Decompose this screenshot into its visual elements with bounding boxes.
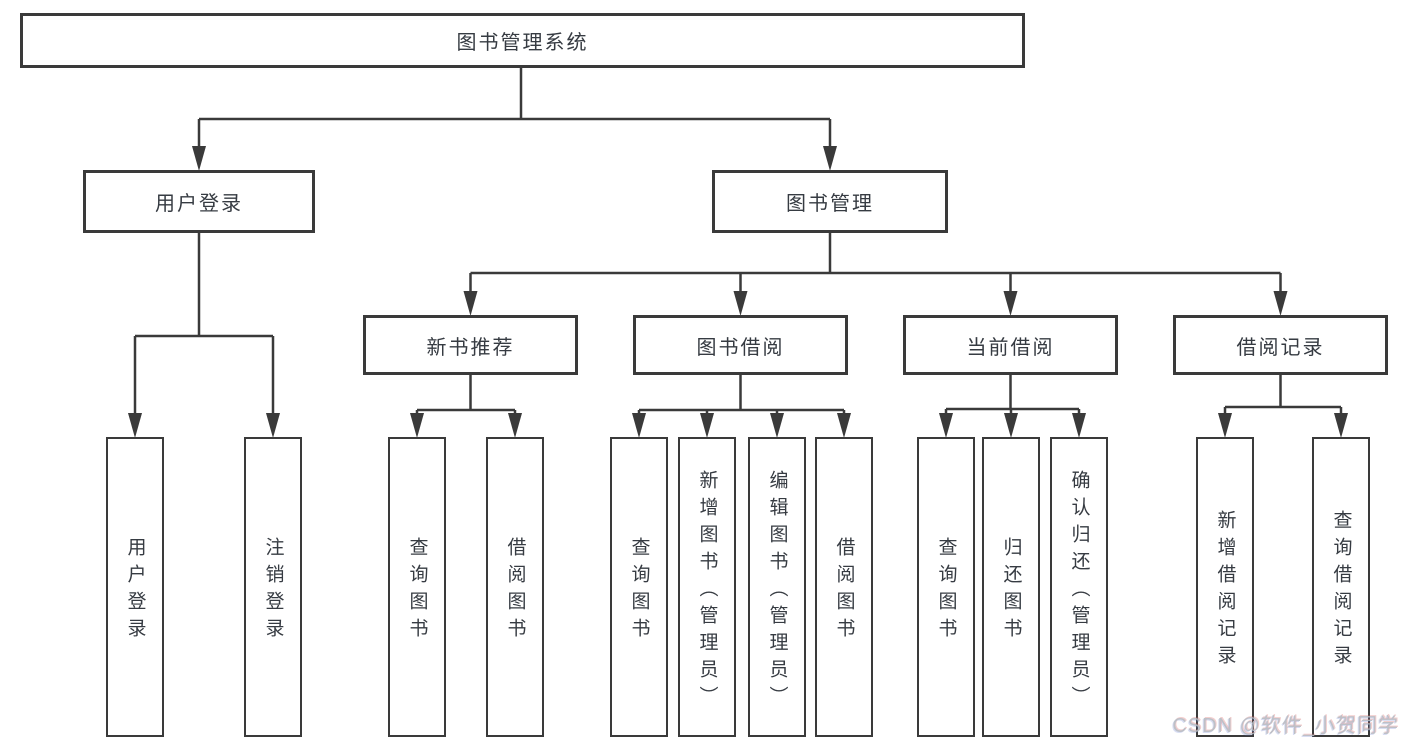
leaf-record-query-borrow-record: 查询借阅记录 — [1312, 437, 1370, 737]
node-book-management: 图书管理 — [712, 170, 948, 233]
arrowheads — [128, 146, 1348, 438]
leaf-newbook-query-books: 查询图书 — [388, 437, 446, 737]
node-current-borrowing: 当前借阅 — [903, 315, 1118, 375]
node-book-borrowing: 图书借阅 — [633, 315, 848, 375]
leaf-user-login: 用户登录 — [106, 437, 164, 737]
leaf-current-query-books: 查询图书 — [917, 437, 975, 737]
node-user-login: 用户登录 — [83, 170, 315, 233]
leaf-borrow-borrow-books: 借阅图书 — [815, 437, 873, 737]
csdn-watermark: CSDN @软件_小贺同学 — [1172, 715, 1399, 737]
leaf-borrow-add-books-admin: 新增图书（管理员） — [678, 437, 736, 737]
leaf-borrow-edit-books-admin: 编辑图书（管理员） — [748, 437, 806, 737]
leaf-record-add-borrow-record: 新增借阅记录 — [1196, 437, 1254, 737]
node-new-book-recommend: 新书推荐 — [363, 315, 578, 375]
leaf-newbook-borrow-books: 借阅图书 — [486, 437, 544, 737]
leaf-logout: 注销登录 — [244, 437, 302, 737]
leaf-current-confirm-return-admin: 确认归还（管理员） — [1050, 437, 1108, 737]
node-root-library-system: 图书管理系统 — [20, 13, 1025, 68]
leaf-current-return-books: 归还图书 — [982, 437, 1040, 737]
node-borrowing-records: 借阅记录 — [1173, 315, 1388, 375]
leaf-borrow-query-books: 查询图书 — [610, 437, 668, 737]
